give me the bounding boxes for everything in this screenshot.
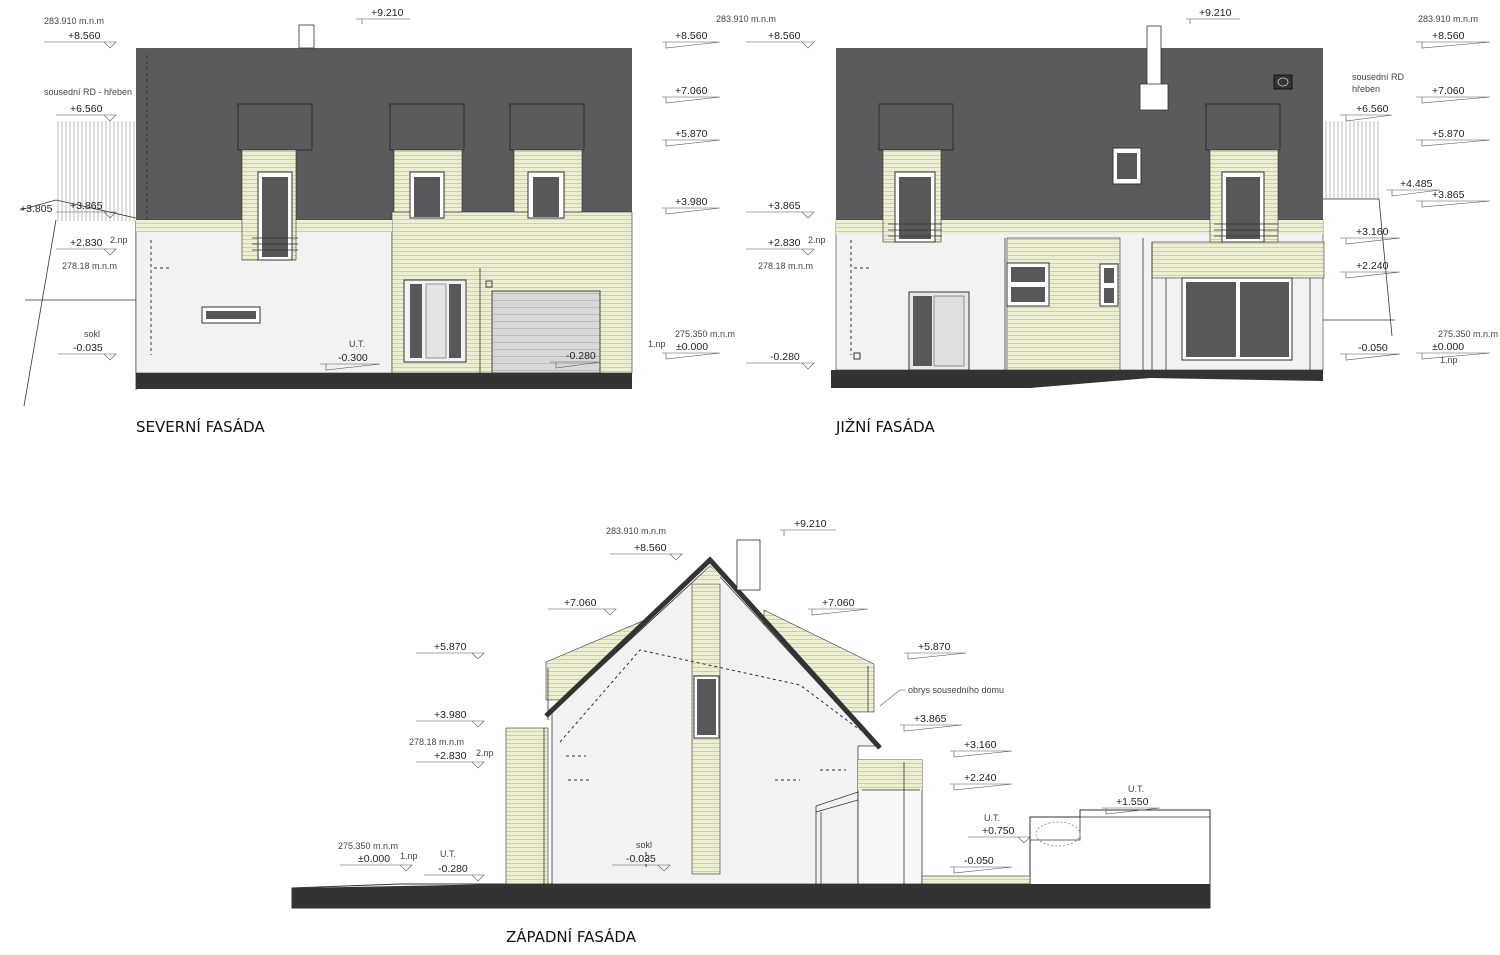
south-dormer-1-roof xyxy=(878,103,954,151)
west-level-2240: +2.240 xyxy=(964,772,997,784)
west-facade-title: ZÁPADNÍ FASÁDA xyxy=(506,927,637,946)
south-level-3160: +3.160 xyxy=(1356,226,1389,238)
north-1np: 1.np xyxy=(648,339,666,349)
west-neighbour-outline: obrys sousedního domu xyxy=(908,685,1004,695)
north-level-8560-left: +8.560 xyxy=(68,30,101,42)
west-level-3980: +3.980 xyxy=(434,709,467,721)
south-abs-top: 283.910 m.n.m xyxy=(716,14,776,24)
west-sokl-value: -0.035 xyxy=(626,853,656,865)
south-level-2240: +2.240 xyxy=(1356,260,1389,272)
west-ut-right-value: +1.550 xyxy=(1116,796,1149,808)
north-level-2830: +2.830 xyxy=(70,237,103,249)
north-2np: 2.np xyxy=(110,235,128,245)
north-level-m0280: -0.280 xyxy=(566,350,596,362)
north-level-3805: +3.805 xyxy=(20,203,53,215)
west-chimney xyxy=(736,539,761,591)
north-level-7060: +7.060 xyxy=(675,85,708,97)
south-level-3865-right: +3.865 xyxy=(1432,189,1465,201)
north-ut-label: U.T. xyxy=(349,339,365,349)
south-level-ridge: +9.210 xyxy=(1199,7,1232,19)
north-dormer-1-roof xyxy=(237,103,313,151)
west-level-m0050: -0.050 xyxy=(964,855,994,867)
north-level-6560: +6.560 xyxy=(70,103,103,115)
south-level-3865-left: +3.865 xyxy=(768,200,801,212)
north-dormer-3-roof xyxy=(509,103,585,151)
north-neighbour-house xyxy=(56,121,136,221)
south-level-2830: +2.830 xyxy=(768,237,801,249)
south-level-zero: ±0.000 xyxy=(1432,341,1464,353)
south-level-m0280: -0.280 xyxy=(770,351,800,363)
north-facade xyxy=(19,24,633,407)
west-level-zero: ±0.000 xyxy=(358,853,390,865)
north-level-zero: ±0.000 xyxy=(676,341,708,353)
north-abs-top: 283.910 m.n.m xyxy=(44,16,104,26)
north-neighbour-ridge: sousední RD - hřeben xyxy=(44,87,132,97)
south-level-8560-right: +8.560 xyxy=(1432,30,1465,42)
north-sokl-value: -0.035 xyxy=(73,342,103,354)
south-facade xyxy=(831,25,1395,388)
west-facade xyxy=(291,539,1211,909)
north-ut-value: -0.300 xyxy=(338,352,368,364)
south-level-5870: +5.870 xyxy=(1432,128,1465,140)
west-1np: 1.np xyxy=(400,851,418,861)
north-level-3980: +3.980 xyxy=(675,196,708,208)
west-roof-edge xyxy=(544,556,882,750)
west-left-clad xyxy=(505,727,549,885)
south-2np: 2.np xyxy=(808,235,826,245)
west-level-5870-left: +5.870 xyxy=(434,641,467,653)
south-level-6560: +6.560 xyxy=(1356,103,1389,115)
west-level-ridge: +9.210 xyxy=(794,518,827,530)
north-levels: 283.910 m.n.m +8.560 +9.210 +8.560 +7.06… xyxy=(20,7,735,436)
west-level-7060-left: +7.060 xyxy=(564,597,597,609)
west-ut-left-value: -0.280 xyxy=(438,863,468,875)
north-sokl-label: sokl xyxy=(84,329,100,339)
north-level-ridge: +9.210 xyxy=(371,7,404,19)
west-abs-top: 283.910 m.n.m xyxy=(606,526,666,536)
south-level-m0050: -0.050 xyxy=(1358,342,1388,354)
west-level-3865: +3.865 xyxy=(914,713,947,725)
west-ut-mid-label: U.T. xyxy=(984,813,1000,823)
west-2np: 2.np xyxy=(476,748,494,758)
north-level-3865: +3.865 xyxy=(70,200,103,212)
south-level-4485: +4.485 xyxy=(1400,178,1433,190)
north-level-5870: +5.870 xyxy=(675,128,708,140)
south-terrace-clad xyxy=(1151,241,1325,279)
south-abs-2np: 278.18 m.n.m xyxy=(758,261,813,271)
west-level-8560: +8.560 xyxy=(634,542,667,554)
west-level-3160: +3.160 xyxy=(964,739,997,751)
south-abs-top-right: 283.910 m.n.m xyxy=(1418,14,1478,24)
west-levels: 283.910 m.n.m +8.560 +9.210 +7.060 +7.06… xyxy=(338,518,1161,946)
south-roof-vent xyxy=(1273,74,1293,90)
north-garage-door xyxy=(491,290,601,374)
south-abs-1np: 275.350 m.n.m xyxy=(1438,329,1498,339)
south-neighbour-ridge-1: sousední RD xyxy=(1352,72,1405,82)
south-ground xyxy=(831,370,1323,388)
west-abs-1np: 275.350 m.n.m xyxy=(338,841,398,851)
north-abs-2np: 278.18 m.n.m xyxy=(62,261,117,271)
south-1np: 1.np xyxy=(1440,355,1458,365)
south-neighbour-house xyxy=(1323,121,1379,199)
north-dormer-2-roof xyxy=(389,103,465,151)
north-abs-1np: 275.350 m.n.m xyxy=(675,329,735,339)
west-ut-right-label: U.T. xyxy=(1128,784,1144,794)
north-level-8560-right: +8.560 xyxy=(675,30,708,42)
south-levels: 283.910 m.n.m +8.560 +9.210 283.910 m.n.… xyxy=(716,7,1498,436)
north-chimney xyxy=(298,24,315,49)
south-level-7060: +7.060 xyxy=(1432,85,1465,97)
west-level-7060-right: +7.060 xyxy=(822,597,855,609)
north-facade-title: SEVERNÍ FASÁDA xyxy=(136,417,265,436)
west-shrub xyxy=(1035,821,1081,847)
west-level-5870-right: +5.870 xyxy=(918,641,951,653)
west-abs-2np: 278.18 m.n.m xyxy=(409,737,464,747)
south-level-8560-left: +8.560 xyxy=(768,30,801,42)
west-ut-left-label: U.T. xyxy=(440,849,456,859)
west-sokl-label: sokl xyxy=(636,840,652,850)
west-level-2830: +2.830 xyxy=(434,750,467,762)
south-dormer-2-roof xyxy=(1205,103,1281,151)
west-ut-mid-value: +0.750 xyxy=(982,825,1015,837)
north-ground xyxy=(136,373,632,389)
south-facade-title: JIŽNÍ FASÁDA xyxy=(835,417,935,436)
south-neighbour-ridge-2: hřeben xyxy=(1352,84,1380,94)
